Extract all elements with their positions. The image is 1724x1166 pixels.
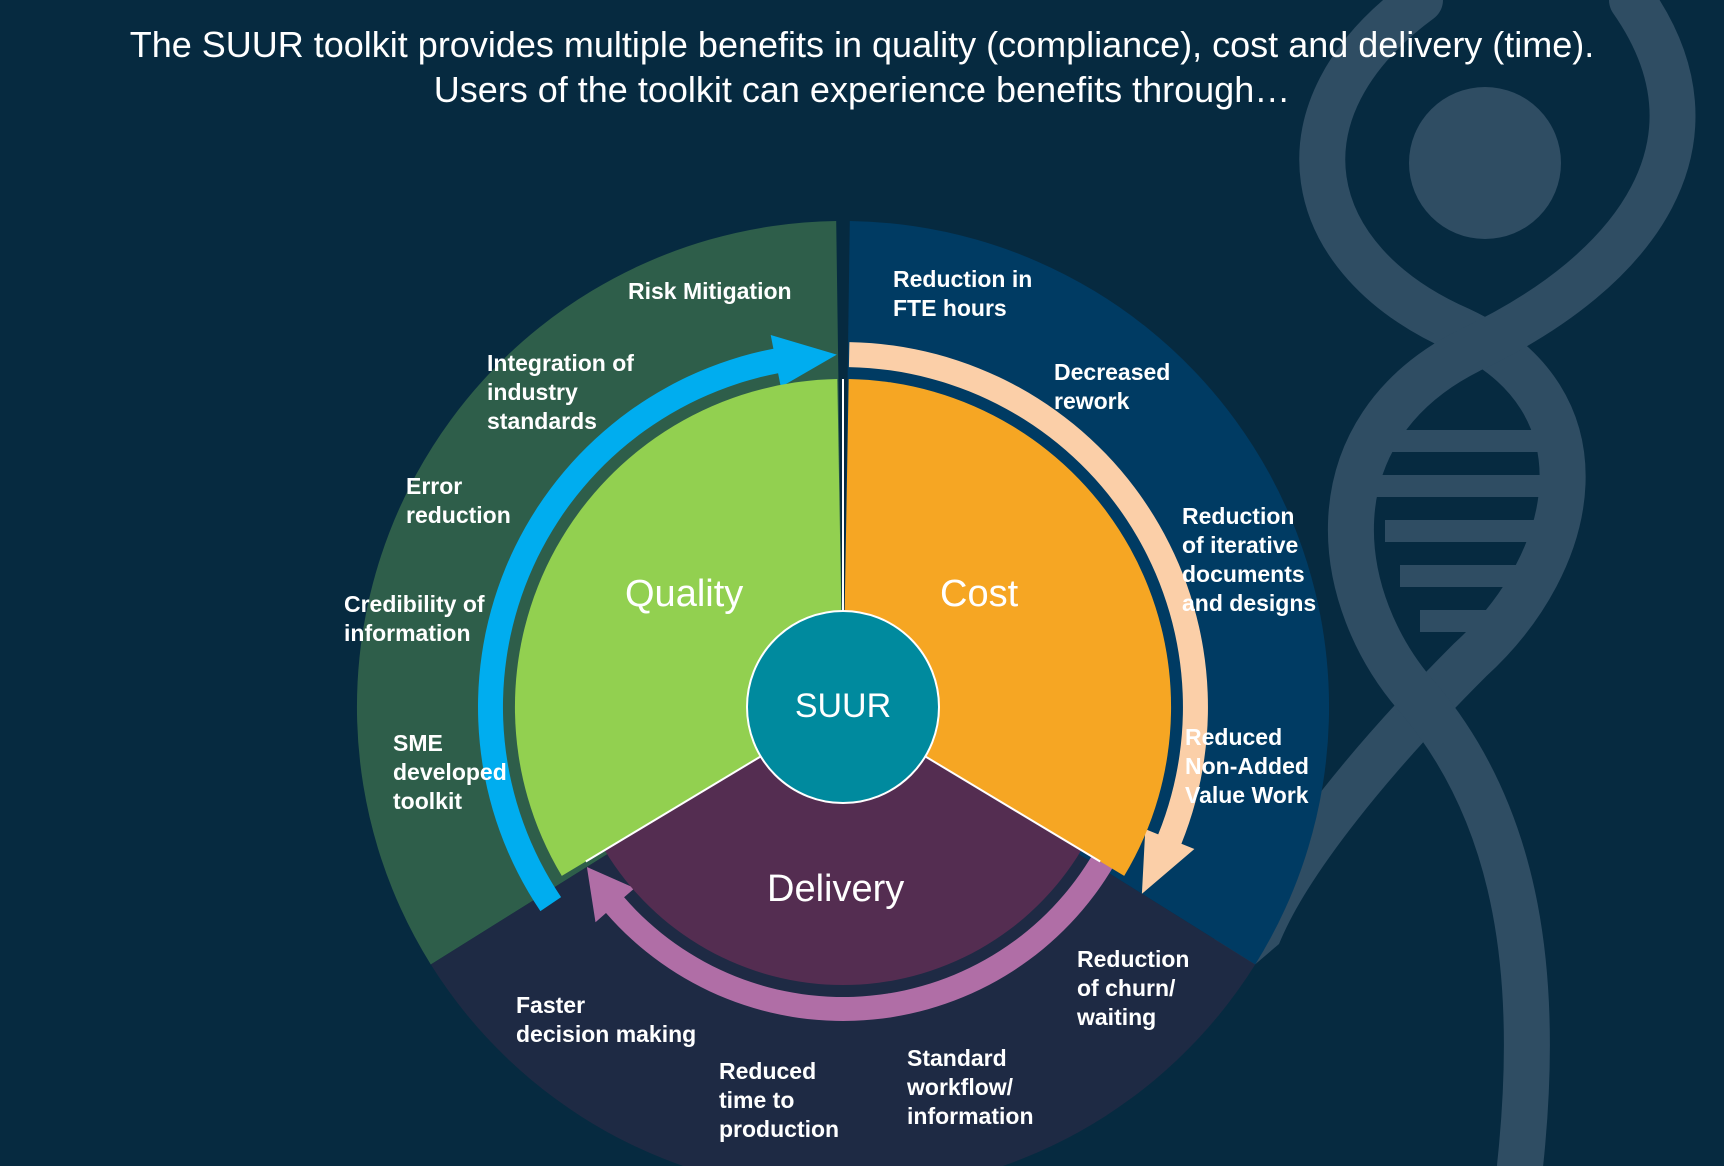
dna-rung bbox=[1380, 430, 1540, 452]
dna-helix-icon bbox=[1037, 0, 1696, 1166]
delivery-inner-segment bbox=[604, 707, 1082, 986]
benefit-sme-developed-toolkit: SME developed toolkit bbox=[393, 730, 507, 814]
quality-title: Quality bbox=[625, 573, 744, 615]
benefit-reduction-of-churn-waiting: Reduction of churn/ waiting bbox=[1077, 946, 1190, 1030]
headline-line-1: The SUUR toolkit provides multiple benef… bbox=[129, 24, 1595, 65]
benefit-error-reduction: Error reduction bbox=[406, 473, 511, 528]
benefit-faster-decision-making: Faster decision making bbox=[516, 992, 697, 1047]
benefit-reduced-time-to-production: Reduced time to production bbox=[719, 1058, 840, 1142]
benefit-integration-of-industry-standards: Integration of industry standards bbox=[487, 350, 634, 434]
delivery-arrow-icon bbox=[586, 852, 1115, 1021]
cost-title: Cost bbox=[940, 573, 1019, 615]
benefit-reduced-non-added-value-work: Reduced Non-Added Value Work bbox=[1185, 724, 1309, 808]
benefit-reduction-of-iterative-documents: Reduction of iterative documents and des… bbox=[1182, 503, 1317, 616]
dna-rung bbox=[1375, 475, 1548, 497]
cost-arrow-icon bbox=[848, 342, 1208, 894]
benefit-credibility-of-information: Credibility of information bbox=[344, 591, 485, 646]
dna-strand-right bbox=[1327, 0, 1696, 1166]
hub-label: SUUR bbox=[794, 687, 892, 725]
delivery-title: Delivery bbox=[767, 868, 905, 910]
dna-strand-left bbox=[1037, 0, 1586, 1123]
benefit-risk-mitigation: Risk Mitigation bbox=[628, 278, 792, 304]
benefit-reduction-in-fte-hours: Reduction in FTE hours bbox=[893, 266, 1033, 321]
quality-arrow-icon bbox=[478, 335, 837, 912]
benefit-decreased-rework: Decreased rework bbox=[1054, 359, 1171, 414]
dna-rung bbox=[1420, 610, 1520, 632]
headline-line-2: Users of the toolkit can experience bene… bbox=[433, 69, 1291, 110]
suur-hub bbox=[746, 610, 940, 804]
dna-head-circle bbox=[1409, 87, 1561, 239]
dna-rung bbox=[1400, 565, 1535, 587]
headline: The SUUR toolkit provides multiple benef… bbox=[0, 22, 1724, 112]
dna-rung bbox=[1385, 520, 1545, 542]
benefit-standard-workflow-information: Standard workflow/ information bbox=[907, 1045, 1034, 1129]
